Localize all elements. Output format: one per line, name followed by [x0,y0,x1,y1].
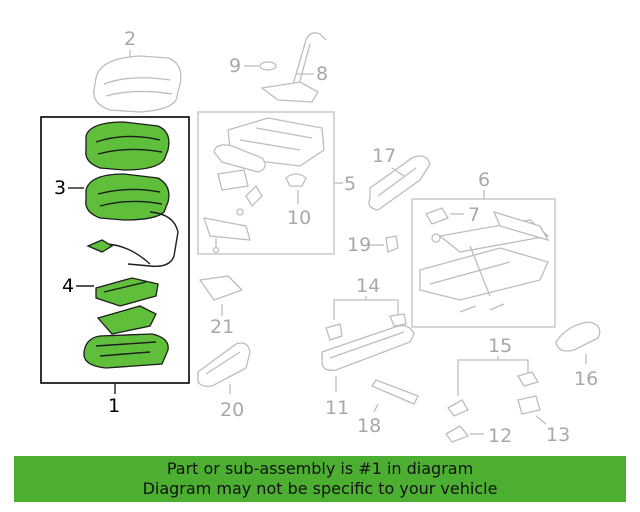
callout-16: 16 [574,368,598,390]
callout-12: 12 [488,425,512,447]
callout-20: 20 [220,399,244,421]
part-14-clip-a[interactable] [325,323,343,341]
parts-diagram: 2 9 8 5 10 17 19 6 [40,28,601,447]
callout-19: 19 [347,234,371,256]
banner-line-1: Part or sub-assembly is #1 in diagram [166,459,474,478]
banner-line-2: Diagram may not be specific to your vehi… [142,479,498,498]
part-19-clip[interactable] [385,235,399,253]
part-18-strip[interactable] [371,379,419,405]
part-12-clip[interactable] [445,425,470,443]
callout-21: 21 [210,316,234,338]
callout-15: 15 [488,335,512,357]
callout-1: 1 [108,395,120,417]
callout-17: 17 [372,145,396,167]
callout-5: 5 [344,173,356,195]
info-banner: Part or sub-assembly is #1 in diagram Di… [14,456,626,502]
part-13-bracket[interactable] [517,395,541,415]
part-21-trim[interactable] [198,275,244,301]
part-15-clip-a[interactable] [447,399,469,417]
part-11-side-cover[interactable] [321,325,415,371]
callout-6: 6 [478,169,490,191]
part-1-seat-cushion-assembly[interactable] [83,121,179,369]
callout-7: 7 [468,204,480,226]
callout-3: 3 [54,177,66,199]
part-2-cushion-cover[interactable] [93,55,182,113]
part-9-clip[interactable] [259,61,277,71]
callout-10: 10 [287,207,311,229]
part-6-seat-track[interactable] [419,207,550,313]
callout-9: 9 [229,55,241,77]
callout-18: 18 [357,415,381,437]
part-8-harness[interactable] [260,32,327,103]
callout-14: 14 [356,275,380,297]
part-15-clip-b[interactable] [517,371,539,387]
callout-4: 4 [62,275,74,297]
callout-11: 11 [325,397,349,419]
part-5-seat-frame[interactable] [203,117,325,254]
callout-8: 8 [316,63,328,85]
part-17-side-shield[interactable] [368,155,431,211]
part-14-clip-b[interactable] [389,313,407,327]
callout-13: 13 [546,424,570,446]
part-20-side-cover[interactable] [197,342,251,387]
part-16-cap[interactable] [555,321,601,352]
callout-2: 2 [124,28,136,50]
